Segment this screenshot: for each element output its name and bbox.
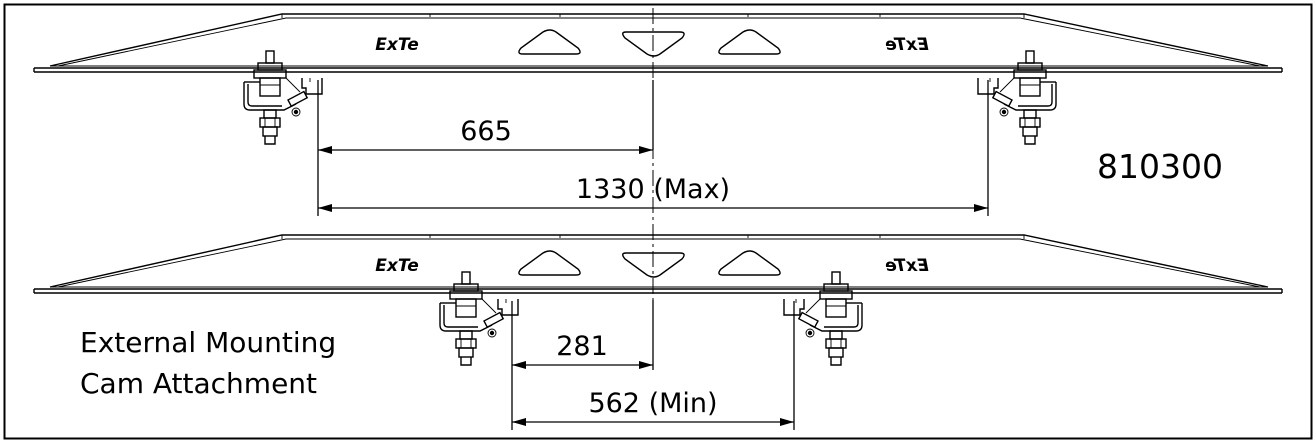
- dim-label-281: 281: [556, 331, 608, 362]
- part-number: 810300: [1097, 147, 1223, 186]
- dim-label-665: 665: [460, 116, 512, 147]
- drawing-border: [3, 3, 1313, 440]
- ramp-view-max: ExTe ExTe: [33, 13, 1283, 145]
- clamp-left-max: [243, 50, 323, 145]
- logo-right: ExTe: [885, 256, 929, 276]
- caption-line-1: External Mounting: [80, 326, 336, 359]
- dim-label-562-min: 562 (Min): [588, 388, 717, 419]
- clamp-right-max: [977, 50, 1057, 145]
- logo-left: ExTe: [375, 35, 419, 55]
- dim-label-1330-max: 1330 (Max): [576, 174, 730, 205]
- clamp-left-min: [439, 271, 519, 366]
- clamp-right-min: [783, 271, 863, 366]
- logo-left: ExTe: [375, 256, 419, 276]
- caption-line-2: Cam Attachment: [80, 367, 317, 400]
- logo-right: ExTe: [885, 35, 929, 55]
- ramp-view-min: ExTe ExTe: [33, 234, 1283, 366]
